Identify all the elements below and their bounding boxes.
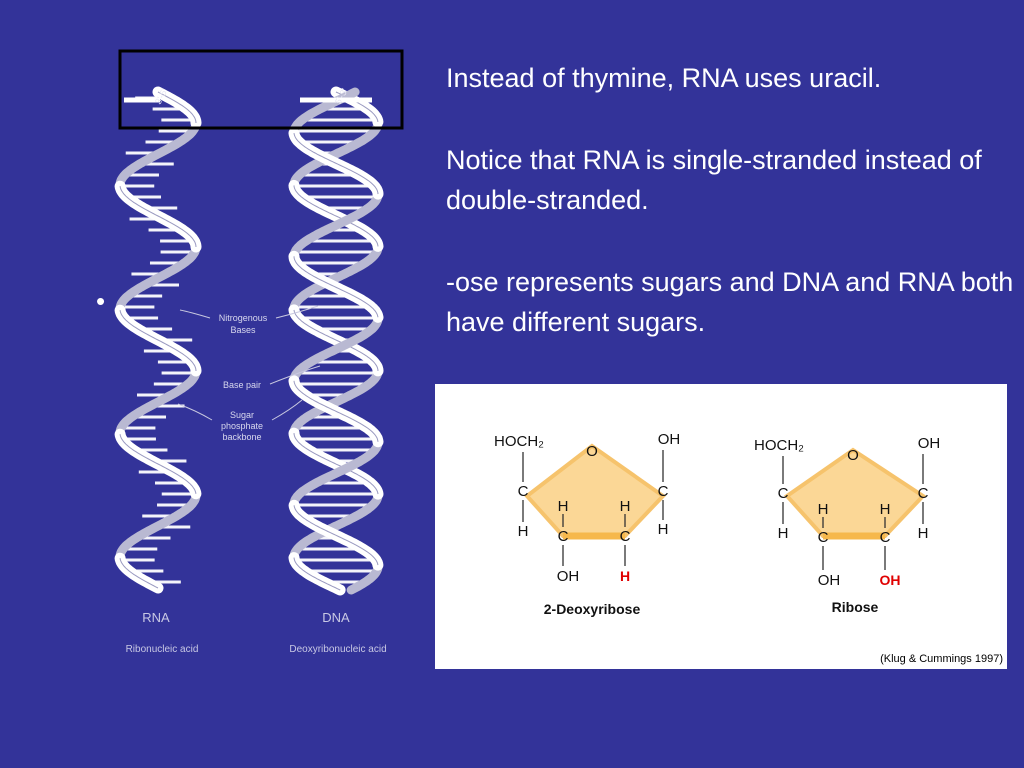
sugar-phosphate-backbone [289,190,383,260]
sugar-phosphate-backbone-edge [119,558,159,589]
callout-base-pair: Base pair [223,365,321,390]
callout-backbone: Sugar phosphate backbone [177,399,303,442]
ribose-structure: HOCH₂ O OH C C H H H H C C OH OH [754,435,940,615]
sugar-phosphate-backbone-edge [293,557,341,591]
sugar-phosphate-backbone-edge [157,91,197,124]
svg-text:Nitrogenous: Nitrogenous [219,313,268,323]
svg-text:C: C [620,528,631,545]
rna-label: RNA [142,610,170,625]
sugar-phosphate-backbone-edge [293,133,379,195]
sugar-phosphate-backbone-edge [293,185,379,247]
svg-text:Base pair: Base pair [223,380,261,390]
svg-text:OH: OH [918,435,941,452]
rna-subtitle: Ribonucleic acid [126,644,199,655]
sugar-phosphate-backbone [114,552,164,594]
svg-text:H: H [518,523,529,540]
sugar-phosphate-backbone-edge [119,186,197,248]
sugar-phosphate-backbone [289,243,383,314]
svg-text:H: H [918,525,929,542]
sugar-phosphate-backbone-edge [293,380,379,442]
text-line-single-stranded: Notice that RNA is single-stranded inste… [446,145,982,215]
ribose-special-oh: OH [880,572,901,588]
sugar-phosphate-backbone [115,490,201,562]
svg-text:H: H [778,525,789,542]
slide-text: Instead of thymine, RNA uses uracil. Not… [446,58,1016,384]
svg-text:backbone: backbone [222,432,261,442]
sugar-phosphate-backbone-edge [293,256,379,318]
svg-text:H: H [880,501,891,518]
sugar-structures-panel: HOCH₂ O OH C C H H H H C C OH H [435,384,1007,669]
sugar-phosphate-backbone [114,180,202,253]
sugar-phosphate-backbone [289,118,383,189]
helix-diagram: 3'-5' 5'-3' Nitrogenous Bases Base pair … [114,49,404,655]
ribose-label: Ribose [832,599,879,615]
svg-text:phosphate: phosphate [221,421,263,431]
callout-bases: Nitrogenous Bases [179,305,319,335]
svg-text:C: C [658,483,669,500]
svg-text:OH: OH [658,431,681,448]
highlight-box [118,49,404,130]
sugar-phosphate-backbone-edge [119,434,197,494]
sugar-phosphate-backbone [289,490,383,561]
deoxy-special-h: H [620,568,630,584]
svg-text:O: O [586,443,598,460]
svg-text:HOCH₂: HOCH₂ [494,433,544,450]
sugar-phosphate-backbone [289,367,383,437]
dna-label: DNA [322,610,350,625]
svg-text:H: H [658,521,669,538]
svg-text:C: C [778,485,789,502]
svg-text:C: C [518,483,529,500]
svg-text:O: O [847,447,859,464]
svg-text:C: C [918,485,929,502]
citation: (Klug & Cummings 1997) [880,653,1003,665]
sugar-phosphate-backbone-edge [293,309,379,371]
svg-text:H: H [558,498,569,515]
dna-subtitle: Deoxyribonucleic acid [289,644,386,655]
svg-text:C: C [558,528,569,545]
svg-text:OH: OH [557,568,580,585]
sugar-phosphate-backbone-edge [293,433,379,495]
svg-text:C: C [818,529,829,546]
sugar-phosphate-backbone [115,119,201,190]
sugar-phosphate-backbone [288,552,346,596]
sugar-phosphate-backbone [115,367,201,438]
svg-text:H: H [620,498,631,515]
sugar-phosphate-backbone-edge [293,505,379,566]
dna-helix [288,86,384,596]
svg-text:Bases: Bases [230,325,256,335]
sugar-phosphate-backbone [289,314,383,385]
sugar-phosphate-backbone-edge [119,310,197,372]
svg-text:H: H [818,501,829,518]
bullet-dot: • [96,286,106,316]
sugar-phosphate-backbone [115,243,201,314]
sugar-phosphate-backbone [289,438,383,509]
svg-text:HOCH₂: HOCH₂ [754,437,804,454]
text-line-uracil: Instead of thymine, RNA uses uracil. [446,63,882,93]
svg-text:OH: OH [818,572,841,589]
text-line-sugars: -ose represents sugars and DNA and RNA b… [446,267,1014,337]
svg-text:Sugar: Sugar [230,410,254,420]
svg-text:C: C [880,529,891,546]
deoxyribose-label: 2-Deoxyribose [544,601,641,617]
deoxyribose-structure: HOCH₂ O OH C C H H H H C C OH H [494,431,680,617]
rna-helix [114,86,202,594]
